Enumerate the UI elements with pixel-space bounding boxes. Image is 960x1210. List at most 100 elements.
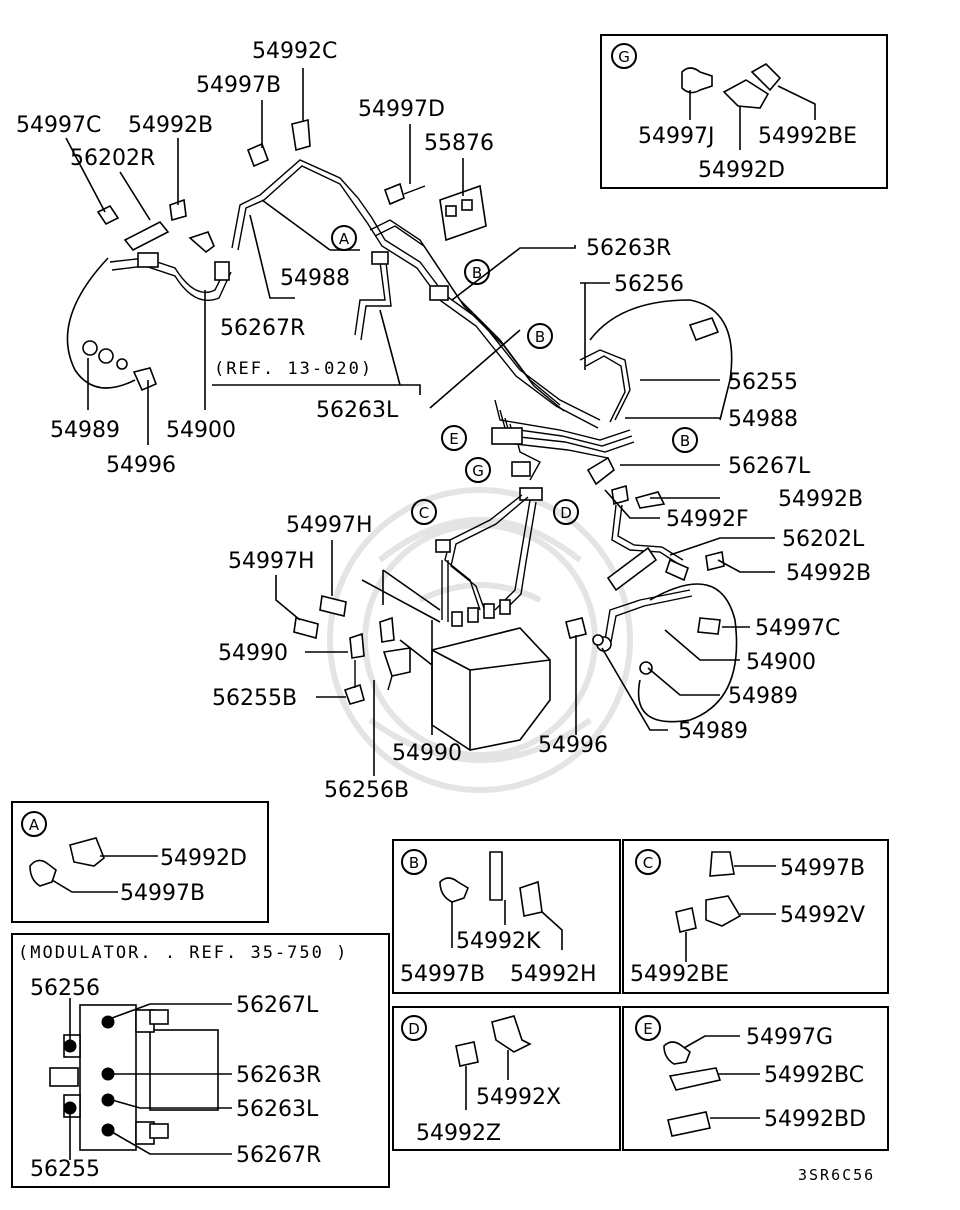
part-label: 54997H — [286, 513, 373, 538]
part-label: 54992C — [252, 39, 337, 64]
valve-icon — [439, 184, 487, 242]
part-label: 54992V — [780, 903, 865, 928]
ref-letter: E — [449, 430, 458, 448]
clip-icon — [455, 1041, 479, 1067]
bolt-icon — [132, 367, 158, 392]
clip-icon — [675, 907, 697, 933]
main-assembly — [66, 118, 738, 751]
part-label: 56202R — [70, 146, 155, 171]
bracket-icon — [722, 79, 770, 109]
part-label: 54997G — [746, 1025, 833, 1050]
part-label: 54989 — [728, 684, 798, 709]
part-label: 54988 — [280, 266, 350, 291]
inset-letter: C — [643, 854, 653, 872]
bracket-icon — [123, 220, 170, 252]
ref-letter: A — [339, 230, 350, 248]
ref-letter: G — [472, 462, 484, 480]
leader-lines — [65, 68, 775, 776]
part-label: 54992X — [476, 1085, 561, 1110]
bolt-icon — [565, 617, 587, 639]
bracket-icon — [606, 546, 658, 592]
part-label: 56267L — [728, 454, 811, 479]
hose-loop-right — [637, 583, 738, 723]
bolt-icon — [439, 877, 469, 903]
bracket-icon — [705, 895, 742, 927]
part-label: 56202L — [782, 527, 865, 552]
modulator-inset: (MODULATOR. . REF. 35-750 ) 56256 56267L… — [11, 933, 390, 1188]
part-label: 54996 — [106, 453, 176, 478]
part-label: 54997B — [120, 881, 205, 906]
inset-b: B 54992K 54997B 54992H — [392, 839, 621, 994]
part-label: 54992D — [698, 158, 785, 183]
part-label: 55876 — [424, 131, 494, 156]
bolt-icon — [29, 859, 57, 887]
inset-g: G 54997J 54992BE 54992D — [600, 34, 888, 189]
part-label: 54900 — [746, 650, 816, 675]
bracket-icon — [586, 456, 616, 486]
part-label: 54997B — [400, 962, 485, 987]
part-label: 54992B — [128, 113, 213, 138]
inset-c: C 54997B 54992V 54992BE — [622, 839, 889, 994]
ref-letter: C — [419, 504, 429, 522]
part-labels: 54992C 54997B 54997C 54992B 56202R 54997… — [16, 39, 871, 803]
ref-letter: B — [535, 328, 545, 346]
part-label: 54992K — [456, 929, 541, 954]
brake-booster — [589, 299, 733, 421]
part-label: 54988 — [728, 407, 798, 432]
hose-fitting — [137, 252, 159, 268]
part-label: 54997B — [196, 73, 281, 98]
part-label: 56255 — [728, 370, 798, 395]
part-label: 56256B — [324, 778, 409, 803]
part-label: 54997B — [780, 856, 865, 881]
bracket-icon — [489, 851, 503, 901]
bolt-icon — [319, 595, 347, 617]
part-label: 56263R — [236, 1063, 321, 1088]
bracket-icon — [491, 1015, 532, 1053]
part-label: 56267R — [220, 316, 305, 341]
part-label: 54992Z — [416, 1121, 501, 1146]
clip-icon — [429, 285, 449, 301]
part-label: 54992D — [160, 846, 247, 871]
circle-refs: A B B E B G C D — [331, 225, 698, 525]
bolt-icon — [681, 67, 713, 94]
part-label: 56267R — [236, 1143, 321, 1168]
part-label: 56255B — [212, 686, 297, 711]
part-label: 56255 — [30, 1157, 100, 1182]
clip-icon — [750, 63, 782, 92]
part-label: 54992B — [778, 487, 863, 512]
inset-letter: E — [643, 1020, 652, 1038]
part-label: 54992BC — [764, 1063, 864, 1088]
part-label: 54997J — [638, 124, 714, 149]
reference-note: (REF. 13-020) — [214, 359, 373, 379]
part-label: 54992BE — [630, 962, 729, 987]
bolt-icon — [246, 142, 270, 168]
washer-icon — [639, 661, 653, 675]
bolt-icon — [709, 851, 735, 877]
bracket-icon — [69, 837, 105, 867]
bracket-icon — [668, 1067, 722, 1091]
part-label: 54997D — [358, 97, 445, 122]
bolt-icon — [293, 616, 319, 640]
bolt-icon — [697, 617, 721, 635]
part-label: 56256 — [30, 976, 100, 1001]
part-label: 56256 — [614, 272, 684, 297]
clip-icon — [519, 880, 543, 917]
part-label: 56263L — [316, 398, 399, 423]
bolt-icon — [663, 1041, 691, 1065]
part-label: 54992B — [786, 561, 871, 586]
junction-block — [491, 427, 523, 445]
ref-letter: B — [680, 432, 690, 450]
part-label: 56263L — [236, 1097, 319, 1122]
bracket-icon — [291, 118, 311, 152]
inset-letter: G — [618, 48, 630, 66]
part-label: 54997C — [16, 113, 101, 138]
part-label: 54990 — [218, 641, 288, 666]
inset-a: A 54992D 54997B — [11, 801, 269, 923]
modulator-title: (MODULATOR. . REF. 35-750 ) — [18, 943, 348, 963]
bolt-icon — [96, 204, 120, 226]
part-label: 54992F — [666, 507, 749, 532]
hose-loop-left — [66, 257, 136, 389]
inset-letter: B — [409, 854, 419, 872]
